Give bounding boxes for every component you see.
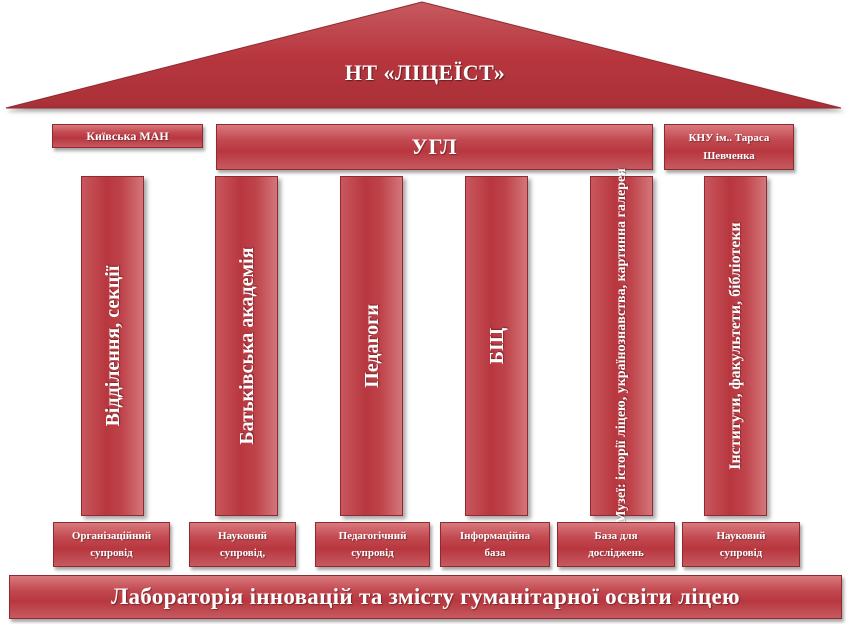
partner-ugl-label: УГЛ — [411, 134, 458, 159]
pillar-teachers-label: Педагоги — [360, 304, 383, 388]
base-scientific-support-2-line1: Науковий — [716, 529, 766, 542]
pillar-parents-academy: Батьківська академія — [215, 176, 278, 516]
partner-kyiv-man-label: Київська МАН — [86, 128, 169, 143]
pillar-museums-label: Музеї: історії ліцею, українознавства, к… — [613, 168, 631, 524]
base-pedagogical-support: Педагогічний супровід — [315, 522, 430, 567]
base-organizational-support: Організаційний супровід — [53, 522, 170, 567]
base-information-base-line2: база — [484, 546, 506, 559]
base-information-base-line1: Інформаційна — [459, 529, 531, 542]
base-scientific-support-1: Науковий супровід, — [189, 522, 296, 567]
base-scientific-support-1-line1: Науковий — [217, 529, 268, 542]
pillar-museums-label-line2: картинна галерея — [613, 168, 629, 282]
base-research: База для досліджень — [557, 522, 675, 567]
roof — [5, 1, 842, 109]
pillar-sections: Відділення, секції — [81, 176, 144, 516]
pillar-sections-label: Відділення, секції — [101, 265, 124, 427]
base-scientific-support-2-line2: супровід — [719, 546, 763, 559]
base-information-base: Інформаційна база — [440, 522, 550, 567]
partner-knu-label-line1: КНУ ім.. Тараса — [688, 132, 770, 144]
partner-kyiv-man: Київська МАН — [52, 124, 203, 148]
roof-title: НТ «ЛІЦЕЇСТ» — [344, 60, 506, 85]
pillar-bic-label: БІЦ — [485, 327, 508, 365]
foundation-laboratory-label: Лабораторія інновацій та змісту гуманіта… — [111, 584, 740, 609]
pillar-institutes-label: Інститути, факультети, бібліотеки — [726, 222, 744, 470]
pillar-parents-academy-label: Батьківська академія — [235, 247, 258, 445]
pillar-institutes: Інститути, факультети, бібліотеки — [704, 176, 767, 516]
base-pedagogical-support-line1: Педагогічний — [338, 529, 407, 542]
base-research-line2: досліджень — [588, 546, 644, 559]
pillar-teachers: Педагоги — [340, 176, 403, 516]
base-scientific-support-2: Науковий супровід — [682, 522, 800, 567]
pillar-museums: Музеї: історії ліцею, українознавства, к… — [590, 168, 653, 524]
base-organizational-support-line1: Організаційний — [71, 529, 152, 542]
foundation-laboratory: Лабораторія інновацій та змісту гуманіта… — [9, 575, 842, 619]
base-scientific-support-1-line2: супровід, — [219, 546, 266, 559]
base-research-line1: База для — [594, 529, 638, 542]
pillar-museums-label-line1: Музеї: історії ліцею, українознавства, — [613, 284, 629, 524]
partner-knu-label-line2: Шевченка — [703, 150, 755, 162]
pillar-bic: БІЦ — [465, 176, 528, 516]
partner-ugl: УГЛ — [216, 124, 653, 170]
partner-knu: КНУ ім.. Тараса Шевченка — [664, 124, 794, 170]
base-organizational-support-line2: супровід — [90, 546, 133, 559]
base-pedagogical-support-line2: супровід — [351, 546, 394, 559]
